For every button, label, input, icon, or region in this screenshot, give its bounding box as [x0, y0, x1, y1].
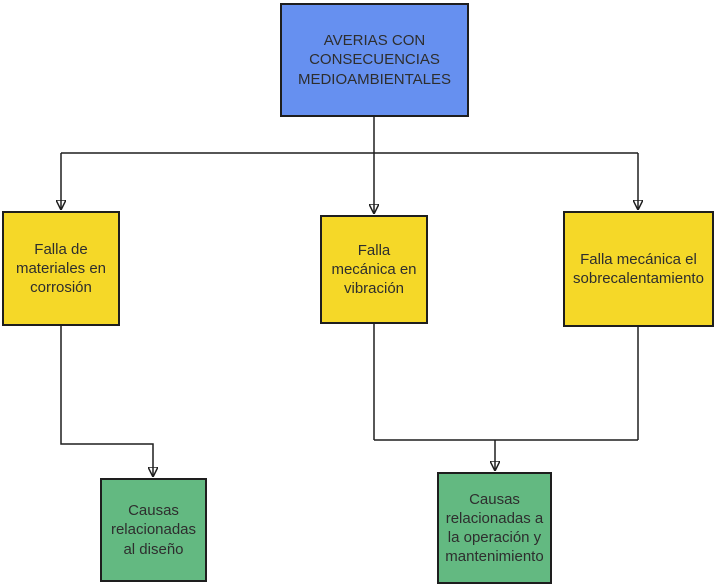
node-causas-diseno: Causas relacionadas al diseño	[100, 478, 207, 582]
node-falla-vibracion: Falla mecánica en vibración	[320, 215, 428, 324]
node-label: Falla de materiales en corrosión	[15, 240, 107, 297]
node-label: Causas relacionadas a la operación y man…	[445, 490, 544, 566]
node-label: Falla mecánica el sobrecalentamiento	[573, 250, 704, 287]
node-averias-root: AVERIAS CON CONSECUENCIAS MEDIOAMBIENTAL…	[280, 3, 469, 117]
node-causas-operacion: Causas relacionadas a la operación y man…	[437, 472, 552, 584]
node-label: Causas relacionadas al diseño	[110, 502, 197, 558]
node-label: AVERIAS CON CONSECUENCIAS MEDIOAMBIENTAL…	[297, 32, 452, 88]
node-falla-corrosion: Falla de materiales en corrosión	[2, 211, 120, 326]
node-label: Falla mecánica en vibración	[331, 241, 417, 298]
edge-corrosion-to-diseno	[60, 326, 153, 476]
node-falla-sobrecalentamiento: Falla mecánica el sobrecalentamiento	[563, 211, 714, 327]
